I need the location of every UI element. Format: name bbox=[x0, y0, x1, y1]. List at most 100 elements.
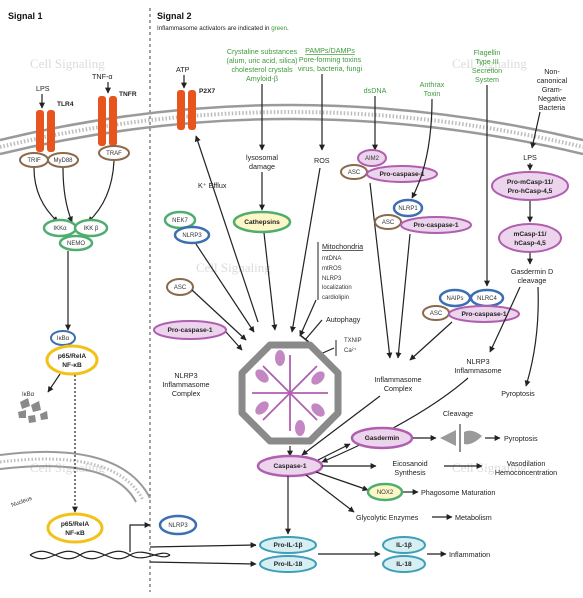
k-efflux-label: K⁺ Efflux bbox=[198, 181, 227, 190]
svg-text:Pore-forming toxins: Pore-forming toxins bbox=[299, 55, 362, 64]
svg-text:ASC: ASC bbox=[430, 311, 443, 317]
svg-text:Mitochondria: Mitochondria bbox=[322, 242, 363, 251]
glycolytic-enzymes-label: Glycolytic Enzymes bbox=[356, 513, 419, 522]
svg-text:IKK β: IKK β bbox=[84, 226, 99, 232]
eicosanoid-label: Eicosanoid bbox=[392, 459, 427, 468]
svg-text:NEMO: NEMO bbox=[67, 241, 85, 247]
svg-text:ASC: ASC bbox=[348, 170, 361, 176]
lysosomal-damage-label: lysosomal bbox=[246, 153, 278, 162]
tnfr-receptor: TNFR bbox=[98, 91, 137, 146]
svg-text:NOX2: NOX2 bbox=[377, 490, 394, 496]
svg-text:localization: localization bbox=[322, 285, 352, 291]
nlrp3-inflammasome-label: NLRP3 bbox=[466, 357, 489, 366]
tlr4-receptor: TLR4 bbox=[36, 101, 74, 152]
il1b-node: IL-1β bbox=[382, 536, 426, 554]
autophagy-label: Autophagy bbox=[326, 315, 361, 324]
gasdermin-d-label: Gasdermin D bbox=[511, 267, 553, 276]
svg-text:IKKα: IKKα bbox=[53, 226, 67, 232]
svg-text:Bacteria: Bacteria bbox=[539, 103, 565, 112]
vasodilation-label: Vasodilation bbox=[507, 459, 546, 468]
svg-text:Pro-hCasp-4,5: Pro-hCasp-4,5 bbox=[508, 188, 553, 195]
svg-text:Hemoconcentration: Hemoconcentration bbox=[495, 468, 557, 477]
myd88-node: MyD88 bbox=[47, 152, 79, 168]
pro-il18-node: Pro-IL-18 bbox=[259, 555, 317, 573]
svg-text:Complex: Complex bbox=[384, 384, 413, 393]
nlrc4-inflammasome: NAIPs NLRC4 ASC Pro-caspase-1 bbox=[422, 288, 520, 323]
svg-text:Synthesis: Synthesis bbox=[394, 468, 426, 477]
svg-text:Inflammasome: Inflammasome bbox=[454, 366, 501, 375]
svg-text:NLRC4: NLRC4 bbox=[477, 296, 497, 302]
svg-text:Caspase-1: Caspase-1 bbox=[274, 463, 307, 470]
svg-text:MyD88: MyD88 bbox=[53, 158, 73, 164]
metabolism-label: Metabolism bbox=[455, 513, 492, 522]
pro-caspase1-node: Pro-caspase-1 bbox=[153, 320, 227, 340]
svg-text:Pro-caspase-1: Pro-caspase-1 bbox=[413, 222, 458, 229]
txnip-label: TXNIP bbox=[344, 338, 362, 344]
nox2-node: NOX2 bbox=[366, 482, 404, 502]
svg-text:mtROS: mtROS bbox=[322, 266, 342, 272]
signal1-title: Signal 1 bbox=[8, 11, 43, 21]
mitochondria-list: Mitochondria mtDNA mtROS NLRP3 localizat… bbox=[317, 242, 363, 301]
flagellin-activators: Flagellin Type III Secretion System bbox=[472, 48, 502, 84]
gasdermin-node: Gasdermin bbox=[350, 426, 414, 450]
svg-text:Gram-: Gram- bbox=[542, 85, 563, 94]
svg-text:Gasdermin: Gasdermin bbox=[365, 435, 399, 442]
svg-text:p65/RelA: p65/RelA bbox=[61, 521, 89, 528]
lps-label: LPS bbox=[36, 84, 50, 93]
cell-membrane bbox=[0, 103, 583, 156]
p2x7-label: P2X7 bbox=[199, 88, 215, 95]
nucleus-label: Nucleus bbox=[11, 496, 33, 509]
svg-text:IL-18: IL-18 bbox=[396, 561, 412, 568]
caspase11-node: mCasp-11/ hCasp-4,5 bbox=[498, 223, 562, 253]
ikba-degradation: IκBα bbox=[18, 392, 48, 423]
svg-text:TRAF: TRAF bbox=[106, 151, 122, 157]
svg-text:damage: damage bbox=[249, 162, 275, 171]
svg-text:NLRP3: NLRP3 bbox=[182, 233, 202, 239]
watermark-text: Cell Signaling bbox=[30, 56, 105, 71]
cleavage-label: Cleavage bbox=[443, 409, 473, 418]
tlr4-label: TLR4 bbox=[57, 101, 74, 108]
signal2-note: Inflammasome activators are indicated in… bbox=[157, 25, 289, 32]
svg-text:Negative: Negative bbox=[538, 94, 566, 103]
noncanonical-bacteria: Non- canonical Gram- Negative Bacteria bbox=[537, 67, 568, 112]
nuclear-nfkb: p65/RelA NF-κB bbox=[46, 512, 104, 544]
svg-text:canonical: canonical bbox=[537, 76, 568, 85]
svg-text:Amyloid-β: Amyloid-β bbox=[246, 74, 278, 83]
nlrp3-complex-label: NLRP3 bbox=[174, 371, 197, 380]
pro-il1b-node: Pro-IL-1β bbox=[259, 536, 317, 554]
svg-text:Pro-IL-18: Pro-IL-18 bbox=[274, 561, 303, 568]
watermark-text: Cell Signaling bbox=[452, 56, 527, 71]
svg-text:Secretion: Secretion bbox=[472, 66, 502, 75]
svg-text:hCasp-4,5: hCasp-4,5 bbox=[514, 240, 546, 247]
svg-text:NF-κB: NF-κB bbox=[62, 362, 82, 369]
svg-text:Pro-caspase-1: Pro-caspase-1 bbox=[461, 311, 506, 318]
svg-text:NAIPs: NAIPs bbox=[446, 296, 463, 302]
watermark-text: Cell Signaling bbox=[452, 460, 527, 475]
watermark-text: Cell Signaling bbox=[196, 260, 271, 275]
p2x7-receptor: P2X7 bbox=[177, 88, 215, 130]
inflammasome-complex-label: Inflammasome bbox=[374, 375, 421, 384]
svg-text:AIM2: AIM2 bbox=[365, 156, 380, 162]
caspase1-node: Caspase-1 bbox=[256, 454, 324, 478]
svg-text:Type III: Type III bbox=[475, 57, 499, 66]
svg-text:Pro-caspase-1: Pro-caspase-1 bbox=[167, 327, 212, 334]
calcium-label: Ca²⁺ bbox=[344, 347, 357, 354]
il18-node: IL-18 bbox=[382, 555, 426, 573]
anthrax-label: Anthrax bbox=[420, 80, 445, 89]
svg-text:Toxin: Toxin bbox=[424, 89, 441, 98]
svg-text:virus, bacteria, fungi: virus, bacteria, fungi bbox=[298, 64, 363, 73]
atp-label: ATP bbox=[176, 65, 190, 74]
tnfa-label: TNF-α bbox=[92, 72, 113, 81]
tnfr-label: TNFR bbox=[119, 91, 137, 98]
svg-text:IκBα: IκBα bbox=[57, 336, 70, 342]
cathepsins-node: Cathepsins bbox=[232, 210, 292, 234]
pamps-activators: PAMPs/DAMPs Pore-forming toxins virus, b… bbox=[298, 46, 363, 73]
svg-text:p65/RelA: p65/RelA bbox=[58, 353, 86, 360]
svg-text:NEK7: NEK7 bbox=[172, 218, 188, 224]
inflammation-label: Inflammation bbox=[449, 550, 490, 559]
svg-text:Complex: Complex bbox=[172, 389, 201, 398]
dna-helix bbox=[29, 550, 171, 560]
svg-text:NLRP3: NLRP3 bbox=[168, 523, 188, 529]
svg-text:NLRP3: NLRP3 bbox=[322, 276, 342, 282]
